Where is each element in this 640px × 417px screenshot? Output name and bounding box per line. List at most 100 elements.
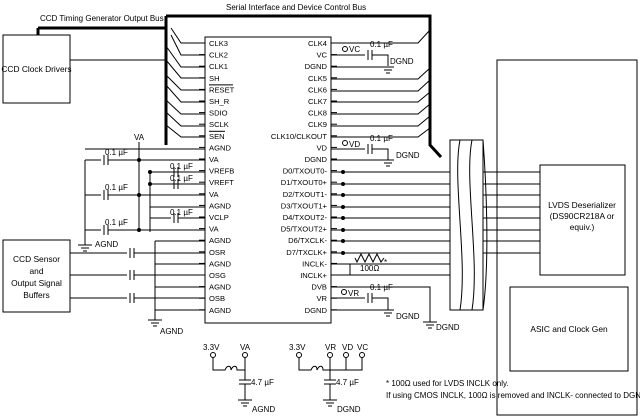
chip-pin-right-16: D4/TXOUT2- — [283, 213, 328, 222]
ccd-sensor-label-2: and — [30, 266, 44, 276]
chip-pin-left-4: SH — [209, 74, 220, 83]
cap-47-a-label: 4.7 µF — [251, 378, 274, 387]
chip-pin-left-17: VA — [209, 225, 220, 234]
chip-pin-right-15: D3/TXOUT1+ — [281, 201, 328, 210]
dgnd-vd-label: DGND — [396, 151, 420, 160]
chip-left-pins: CLK3CLK2CLK1SHRESETSH_RSDIOSCLKSENAGNDVA… — [199, 39, 235, 315]
chip-pin-right-10: VD — [316, 143, 327, 152]
analog-supply-network: VA 0.1 µF 0.1 µF 0.1 µF 0.1 µF 0.1 µF 0.… — [70, 133, 205, 336]
chip-pin-right-7: CLK8 — [308, 109, 327, 118]
ccd-clock-drivers-block — [2, 34, 71, 104]
ccd-sensor-label-4: Buffers — [23, 290, 49, 300]
chip-pin-left-22: AGND — [209, 283, 231, 292]
chip-pin-left-13: VREFT — [209, 178, 234, 187]
chip-pin-left-18: AGND — [209, 236, 231, 245]
chip-pin-left-6: SH_R — [209, 97, 230, 106]
vr-label: VR — [348, 289, 359, 298]
chip-pin-left-3: CLK1 — [209, 62, 228, 71]
chip-pin-right-3: DGND — [305, 62, 328, 71]
cap-vc-label: 0.1 µF — [370, 40, 393, 49]
cap-vreft-label: 0.1 µF — [170, 174, 193, 183]
chip-pin-right-24: DGND — [305, 306, 328, 315]
dgnd-reg-label: DGND — [337, 405, 361, 414]
chip-pin-right-23: VR — [316, 294, 327, 303]
chip-pin-left-20: AGND — [209, 259, 231, 268]
chip-pin-left-5: RESET — [209, 85, 235, 94]
chip-pin-left-12: VREFB — [209, 167, 234, 176]
chip-pin-left-7: SDIO — [209, 109, 228, 118]
asic-block — [509, 286, 629, 372]
bottom-analog-filter: 3.3V VA 4.7 µF AGND — [203, 343, 275, 414]
vd-bottom-label: VD — [342, 343, 353, 352]
chip-pin-right-4: CLK5 — [308, 74, 327, 83]
dgnd-right-label: DGND — [436, 323, 460, 332]
chip-pin-right-18: D6/TXCLK- — [288, 236, 327, 245]
cap-vclp-label: 0.1 µF — [170, 208, 193, 217]
ccd-clock-drivers-label: CCD Clock Drivers — [1, 64, 71, 74]
cap-va1-label: 0.1 µF — [105, 148, 128, 157]
dgnd-vr-label: DGND — [396, 312, 420, 321]
chip-pin-right-20: INCLK- — [302, 259, 327, 268]
chip-pin-left-19: OSR — [209, 248, 226, 257]
vd-label: VD — [349, 140, 360, 149]
cap-va2-label: 0.1 µF — [105, 183, 128, 192]
afe-chip — [204, 36, 332, 324]
cap-va3-label: 0.1 µF — [105, 218, 128, 227]
lvds-deserializer-block — [539, 164, 626, 276]
ccd-timing-bus-label: CCD Timing Generator Output Bus — [40, 14, 164, 23]
asic-label: ASIC and Clock Gen — [530, 324, 608, 334]
serial-bus-label: Serial Interface and Device Control Bus — [226, 3, 366, 12]
resistor-star: * — [384, 258, 387, 267]
ccd-sensor-block — [2, 239, 71, 313]
cap-vrefb-label: 0.1 µF — [170, 162, 193, 171]
cap-vr-label: 0.1 µF — [370, 283, 393, 292]
chip-pin-right-5: CLK6 — [308, 85, 327, 94]
note-1: * 100Ω used for LVDS INCLK only. — [386, 379, 509, 388]
lvds-label-3: equiv.) — [570, 222, 595, 232]
digital-supply-network: VC 0.1 µF DGND VD 0.1 µF DGND 100Ω * VR — [331, 40, 540, 332]
chip-pin-right-22: DVB — [311, 283, 327, 292]
chip-pin-left-14: VA — [209, 190, 220, 199]
agnd-left-label: AGND — [95, 240, 118, 249]
lvds-label-1: LVDS Deserializer — [548, 200, 616, 210]
cap-47-d-label: 4.7 µF — [336, 378, 359, 387]
agnd-reg-label: AGND — [252, 405, 275, 414]
cap-vd-label: 0.1 µF — [370, 134, 393, 143]
va-bottom-label: VA — [240, 343, 251, 352]
ccd-sensor-label-1: CCD Sensor — [13, 254, 60, 264]
clock-lines — [70, 27, 431, 138]
ccd-sensor-label-3: Output Signal — [11, 278, 62, 288]
chip-pin-right-17: D5/TXOUT2+ — [281, 225, 328, 234]
chip-pin-left-11: VA — [209, 155, 220, 164]
chip-pin-right-8: CLK9 — [308, 120, 327, 129]
chip-pin-left-8: SCLK — [209, 120, 229, 129]
note-2: If using CMOS INCLK, 100Ω is removed and… — [386, 391, 640, 400]
bottom-digital-filter: 3.3V VR VD VC 4.7 µF DGND — [289, 343, 368, 414]
chip-pin-left-15: AGND — [209, 201, 231, 210]
cable-connector — [449, 139, 488, 311]
chip-pin-left-16: VCLP — [209, 213, 229, 222]
chip-pin-right-19: D7/TXCLK+ — [286, 248, 327, 257]
chip-pin-right-2: VC — [316, 51, 327, 60]
chip-pin-left-10: AGND — [209, 143, 231, 152]
chip-pin-left-9: SEN — [209, 132, 225, 141]
v33-a-label: 3.3V — [203, 343, 220, 352]
vc-bottom-label: VC — [357, 343, 368, 352]
chip-pin-right-11: DGND — [305, 155, 328, 164]
chip-pin-left-21: OSG — [209, 271, 226, 280]
chip-pin-left-24: AGND — [209, 306, 231, 315]
vc-label: VC — [349, 45, 360, 54]
resistor-label: 100Ω — [360, 264, 379, 273]
chip-pin-left-23: OSB — [209, 294, 225, 303]
chip-pin-right-6: CLK7 — [308, 97, 327, 106]
vr-bottom-label: VR — [325, 343, 336, 352]
v33-d-label: 3.3V — [289, 343, 306, 352]
chip-pin-right-21: INCLK+ — [300, 271, 327, 280]
chip-right-pins: CLK4VCDGNDCLK5CLK6CLK7CLK8CLK9CLK10/CLKO… — [271, 39, 337, 315]
chip-pin-right-12: D0/TXOUT0- — [283, 167, 328, 176]
chip-pin-right-9: CLK10/CLKOUT — [271, 132, 327, 141]
chip-pin-right-13: D1/TXOUT0+ — [281, 178, 328, 187]
chip-pin-right-14: D2/TXOUT1- — [283, 190, 328, 199]
lvds-label-2: (DS90CR218A or — [550, 211, 615, 221]
